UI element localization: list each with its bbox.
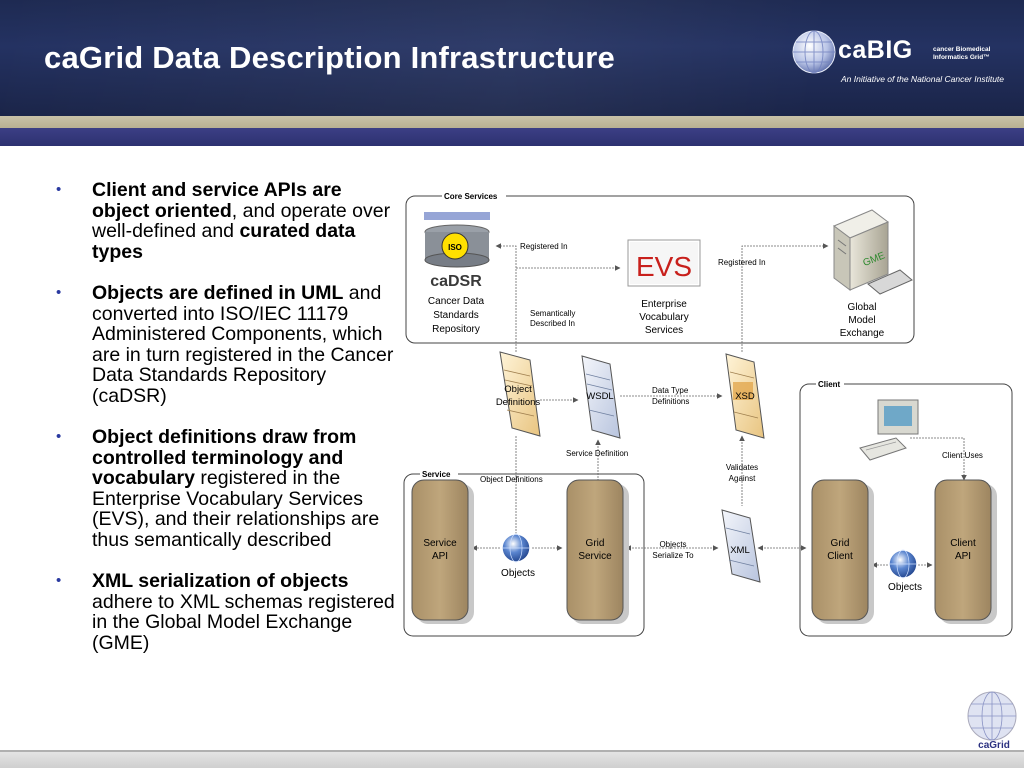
evs-icon: EVS	[627, 239, 701, 287]
bullet-dot: •	[56, 572, 62, 589]
bullet-item: • XML serialization of objects adhere to…	[56, 570, 395, 654]
grid-service-box	[566, 479, 629, 624]
client-api-box	[934, 479, 997, 624]
service-definition-label: Service Definition	[566, 449, 628, 458]
bullet-list: • Client and service APIs are object ori…	[56, 180, 401, 674]
logo-subtitle: An Initiative of the National Cancer Ins…	[841, 74, 1005, 84]
cadsr-label-2: Standards	[433, 310, 479, 321]
evs-logo-text: EVS	[636, 251, 692, 282]
gme-label-3: Exchange	[840, 328, 885, 339]
cadsr-label-3: Repository	[432, 324, 480, 335]
objects-client-globe-icon	[888, 549, 918, 579]
client-label: Client	[818, 380, 841, 389]
client-api-label-2: API	[955, 551, 971, 562]
service-api-label-2: API	[432, 551, 448, 562]
object-definitions-connector-label: Object Definitions	[480, 475, 543, 484]
slide-title: caGrid Data Description Infrastructure	[44, 40, 615, 75]
serialize-label-2: Serialize To	[652, 551, 694, 560]
gme-server-icon: GME	[833, 209, 913, 295]
grid-service-label-2: Service	[578, 551, 612, 562]
cadsr-logo-text: caDSR	[430, 273, 482, 290]
bullet-dot: •	[56, 428, 62, 445]
slide-footer	[0, 752, 1024, 768]
cadsr-label-1: Cancer Data	[428, 296, 485, 307]
connector-registered-cadsr	[495, 243, 517, 352]
header-band	[0, 116, 1024, 128]
xsd-label: XSD	[735, 391, 755, 402]
connector-registered-gme	[741, 243, 829, 352]
grid-service-label-1: Grid	[586, 538, 605, 549]
cadsr-iso-text: ISO	[448, 243, 462, 252]
serialize-label-1: Objects	[659, 540, 686, 549]
computer-icon	[859, 399, 919, 461]
service-label: Service	[422, 470, 451, 479]
wsdl-label: WSDL	[586, 391, 613, 402]
grid-client-label-1: Grid	[831, 538, 850, 549]
client-uses-label: Client Uses	[942, 451, 983, 460]
footer-divider	[0, 750, 1024, 752]
object-definitions-document	[499, 351, 541, 437]
client-api-label-1: Client	[950, 538, 976, 549]
cadsr-icon: ISO caDSR	[424, 212, 490, 290]
objects-client-label: Objects	[888, 582, 922, 593]
object-definitions-label-1: Object	[504, 384, 532, 395]
registered-in-label-1: Registered In	[520, 242, 568, 251]
header-band-dark	[0, 128, 1024, 146]
evs-label-1: Enterprise	[641, 299, 687, 310]
slide-header	[0, 0, 1024, 116]
gme-label-2: Model	[848, 315, 875, 326]
cagrid-corner-text: caGrid	[978, 740, 1010, 751]
validates-label-2: Against	[729, 474, 756, 483]
grid-client-box	[811, 479, 874, 624]
core-services-label: Core Services	[444, 192, 498, 201]
core-services-group	[405, 195, 915, 344]
evs-label-3: Services	[645, 325, 683, 336]
bullet-item: • Object definitions draw from controlle…	[56, 426, 380, 551]
evs-label-2: Vocabulary	[639, 312, 688, 323]
service-api-box	[411, 479, 474, 624]
validates-label-1: Validates	[726, 463, 758, 472]
service-group	[403, 473, 645, 637]
bullet-item: • Client and service APIs are object ori…	[56, 179, 391, 263]
bullet-dot: •	[56, 284, 62, 301]
xml-label: XML	[730, 545, 750, 556]
object-definitions-label-2: Definitions	[496, 397, 541, 408]
grid-client-label-2: Client	[827, 551, 853, 562]
wsdl-document	[581, 355, 621, 439]
logo-brand: caBIG	[838, 36, 913, 64]
bullet-dot: •	[56, 181, 62, 198]
semantically-label-2: Described In	[530, 319, 575, 328]
objects-globe-icon	[501, 533, 531, 563]
connector-client-uses	[910, 437, 967, 481]
data-type-label-1: Data Type	[652, 386, 689, 395]
client-group	[799, 383, 1013, 637]
xml-document	[721, 509, 761, 583]
registered-in-label-2: Registered In	[718, 258, 766, 267]
semantically-label-1: Semantically	[530, 309, 575, 318]
xsd-document	[725, 353, 765, 439]
service-api-label-1: Service	[423, 538, 457, 549]
bullet-item: • Objects are defined in UML and convert…	[56, 282, 394, 407]
objects-service-label: Objects	[501, 568, 535, 579]
gme-label-1: Global	[848, 302, 877, 313]
cabig-logo	[792, 30, 836, 74]
data-type-label-2: Definitions	[652, 397, 689, 406]
cagrid-corner-logo: caGrid	[967, 691, 1017, 751]
